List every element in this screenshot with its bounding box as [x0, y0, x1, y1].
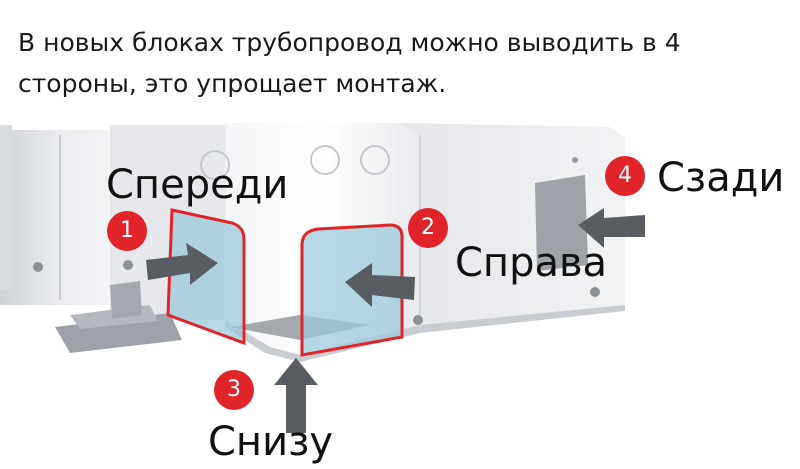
screw-icon — [123, 260, 133, 270]
screw-icon — [33, 262, 43, 272]
arrow-bottom-icon — [274, 358, 318, 433]
label-back: Сзади — [657, 155, 785, 201]
screw-icon — [413, 315, 423, 325]
marker-back: 4 — [605, 156, 645, 196]
screw-icon — [590, 287, 600, 297]
right-cutout-panel — [300, 223, 404, 357]
indoor-unit-photo — [0, 123, 645, 433]
caption-line-1: В новых блоках трубопровод можно выводит… — [18, 28, 681, 57]
back-cutout-panel — [535, 175, 588, 271]
label-front: Спереди — [106, 162, 289, 208]
label-right: Справа — [455, 240, 608, 286]
arrow-right-icon — [345, 263, 415, 307]
front-cutout-panel — [166, 208, 246, 346]
arrow-back-icon — [578, 208, 645, 248]
caption: В новых блоках трубопровод можно выводит… — [18, 22, 788, 104]
marker-bottom: 3 — [214, 370, 254, 410]
marker-front: 1 — [107, 211, 147, 251]
marker-right: 2 — [408, 208, 448, 248]
unit-illustration — [0, 115, 800, 465]
mounting-bracket — [55, 281, 182, 353]
label-bottom: Снизу — [208, 419, 334, 465]
caption-line-2: стороны, это упрощает монтаж. — [18, 69, 447, 98]
arrow-front-icon — [146, 243, 218, 285]
